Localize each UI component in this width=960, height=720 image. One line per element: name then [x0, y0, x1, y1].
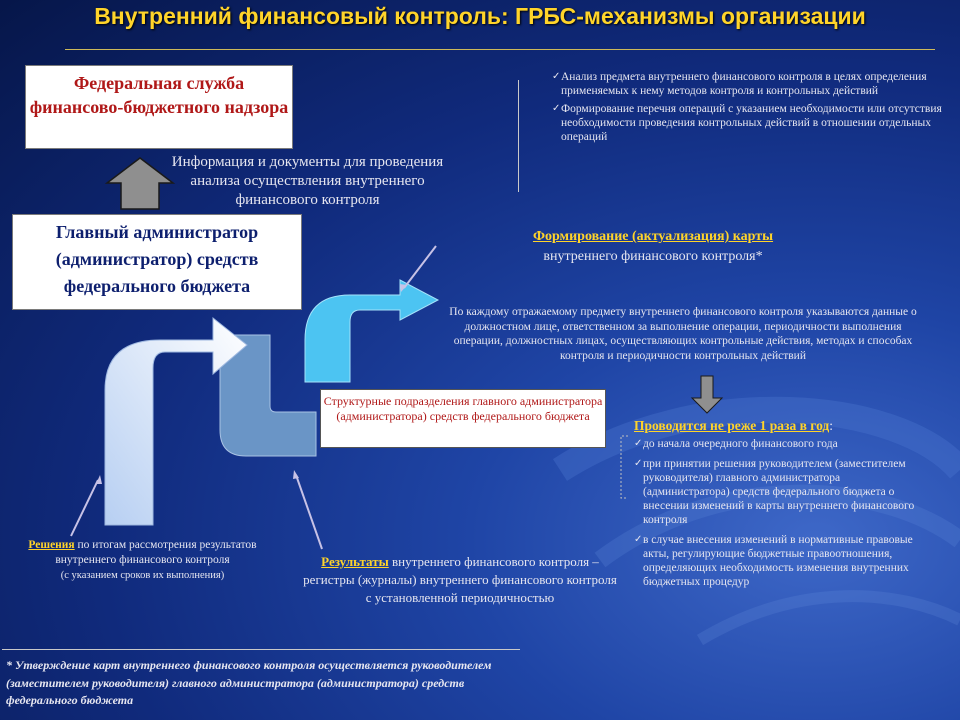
up-arrow-gray	[104, 157, 176, 210]
vertical-divider	[518, 80, 519, 192]
frequency-title-colon: :	[829, 418, 834, 433]
frequency-bullet-list: до начала очередного финансового года пр…	[634, 437, 924, 589]
down-arrow-gray	[690, 375, 724, 414]
bent-arrow-steel	[219, 334, 317, 457]
frequency-bracket	[620, 435, 628, 499]
frequency-section: Проводится не реже 1 раза в год: до нача…	[634, 418, 924, 589]
pointer-line-results	[295, 474, 323, 550]
info-documents-text: Информация и документы для проведения ан…	[171, 154, 444, 208]
federal-service-box: Федеральная служба финансово-бюджетного …	[25, 65, 293, 149]
decisions-link[interactable]: Решения	[28, 539, 75, 551]
page-title: Внутренний финансовый контроль: ГРБС-мех…	[94, 3, 866, 29]
pointer-line-decisions	[70, 479, 99, 537]
pointer-line-map	[403, 245, 437, 289]
title-underline	[65, 49, 935, 50]
decisions-rest: по итогам рассмотрения результатов внутр…	[55, 539, 257, 566]
analysis-bullet: Анализ предмета внутреннего финансового …	[552, 70, 957, 98]
structural-units-label: Структурные подразделения главного админ…	[323, 394, 603, 423]
frequency-bullet: при принятии решения руководителем (заме…	[634, 457, 924, 527]
map-formation-subtitle: внутреннего финансового контроля*	[543, 249, 763, 264]
main-administrator-label: Главный администратор (администратор) ср…	[55, 222, 259, 296]
results-rest: внутреннего финансового контроля – регис…	[303, 554, 617, 605]
frequency-title: Проводится не реже 1 раза в год:	[634, 418, 924, 434]
analysis-bullet: Формирование перечня операций с указание…	[552, 102, 957, 144]
light-blue-curved-arrow	[304, 279, 440, 383]
footnote: * Утверждение карт внутреннего финансово…	[6, 658, 492, 707]
frequency-bullet: в случае внесения изменений в нормативны…	[634, 533, 924, 589]
decisions-note: (с указанием сроков их выполнения)	[60, 570, 225, 581]
map-formation-heading: Формирование (актуализация) карты внутре…	[468, 227, 838, 267]
results-text: Результаты внутреннего финансового контр…	[300, 553, 620, 607]
map-description: По каждому отражаемому предмету внутренн…	[449, 306, 917, 362]
map-formation-link[interactable]: Формирование (актуализация) карты	[532, 229, 774, 244]
big-curved-arrow	[104, 316, 248, 526]
results-link[interactable]: Результаты	[321, 554, 389, 569]
frequency-bullet: до начала очередного финансового года	[634, 437, 924, 451]
footnote-rule	[2, 649, 520, 650]
main-administrator-box: Главный администратор (администратор) ср…	[12, 214, 302, 310]
analysis-bullet-list: Анализ предмета внутреннего финансового …	[552, 70, 957, 144]
structural-units-box: Структурные подразделения главного админ…	[320, 389, 606, 448]
decisions-text: Решения по итогам рассмотрения результат…	[0, 538, 285, 583]
federal-service-label: Федеральная служба финансово-бюджетного …	[29, 73, 289, 117]
frequency-title-text: Проводится не реже 1 раза в год	[634, 418, 830, 433]
